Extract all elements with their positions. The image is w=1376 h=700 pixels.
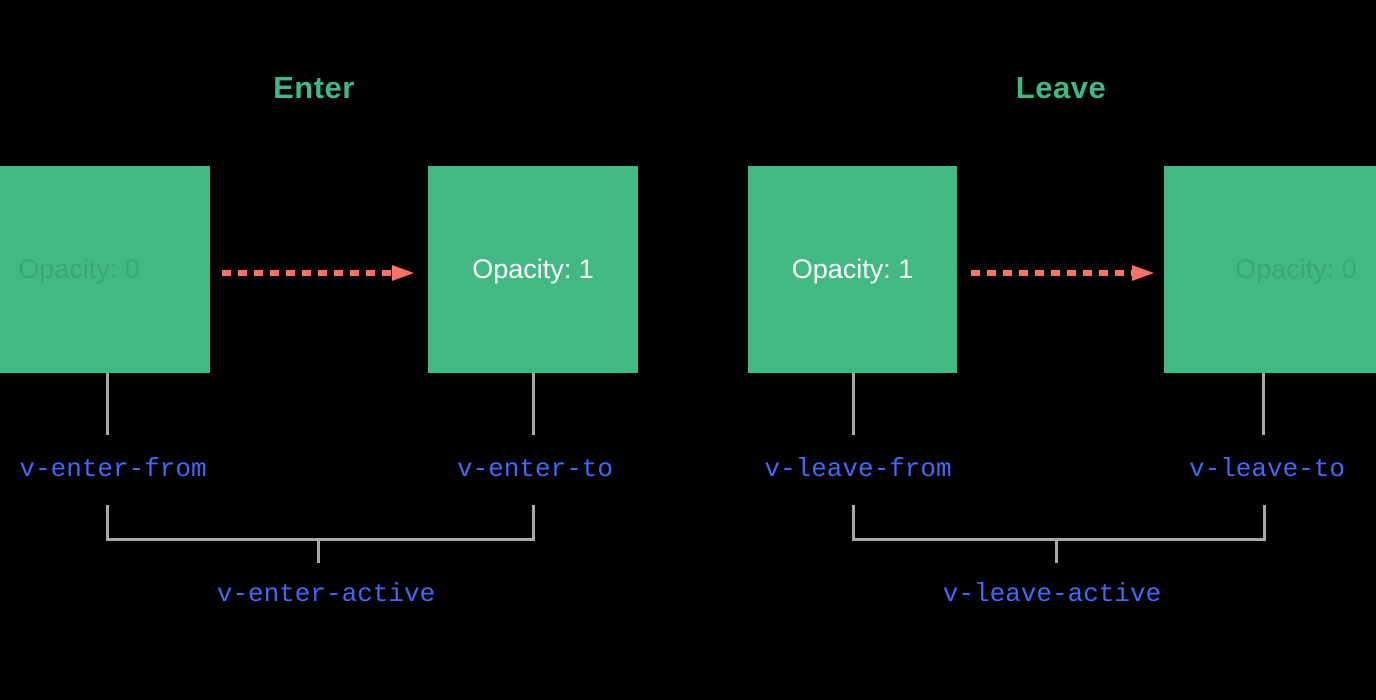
bracket-bar <box>852 538 1266 541</box>
arrow-head <box>1132 265 1154 281</box>
arrow-head <box>392 265 414 281</box>
connector-stem-leave-from <box>852 373 855 435</box>
bracket-tick <box>1055 541 1058 563</box>
connector-stem-enter-from <box>106 373 109 435</box>
class-label-v-enter-active: v-enter-active <box>216 579 436 609</box>
state-box-label-leave-to: Opacity: 0 <box>1235 254 1357 284</box>
state-box-enter-to: Opacity: 1 <box>428 166 638 373</box>
class-label-v-leave-to: v-leave-to <box>1188 454 1346 484</box>
class-label-v-enter-from: v-enter-from <box>19 454 207 484</box>
dashed-arrow-right-icon-enter <box>222 265 414 281</box>
arrow-shaft <box>971 270 1134 276</box>
state-box-label-leave-from: Opacity: 1 <box>791 254 914 284</box>
class-label-v-leave-active: v-leave-active <box>942 579 1162 609</box>
bracket-arm-right <box>532 505 535 541</box>
class-label-v-enter-to: v-enter-to <box>456 454 614 484</box>
connector-stem-enter-to <box>532 373 535 435</box>
phase-title-enter: Enter <box>273 70 355 105</box>
arrow-shaft <box>222 270 394 276</box>
dashed-arrow-right-icon-leave <box>971 265 1154 281</box>
state-box-label-enter-to: Opacity: 1 <box>472 254 594 284</box>
span-bracket-enter-active <box>106 505 535 563</box>
phase-title-leave: Leave <box>1015 70 1107 105</box>
state-box-enter-from: Opacity: 0 <box>0 166 210 373</box>
bracket-arm-left <box>106 505 109 541</box>
state-box-label-enter-from: Opacity: 0 <box>18 254 140 284</box>
bracket-tick <box>317 541 320 563</box>
bracket-bar <box>106 538 535 541</box>
class-label-v-leave-from: v-leave-from <box>764 454 952 484</box>
connector-stem-leave-to <box>1262 373 1265 435</box>
span-bracket-leave-active <box>852 505 1266 563</box>
state-box-leave-to: Opacity: 0 <box>1164 166 1376 373</box>
bracket-arm-left <box>852 505 855 541</box>
bracket-arm-right <box>1263 505 1266 541</box>
state-box-leave-from: Opacity: 1 <box>748 166 957 373</box>
